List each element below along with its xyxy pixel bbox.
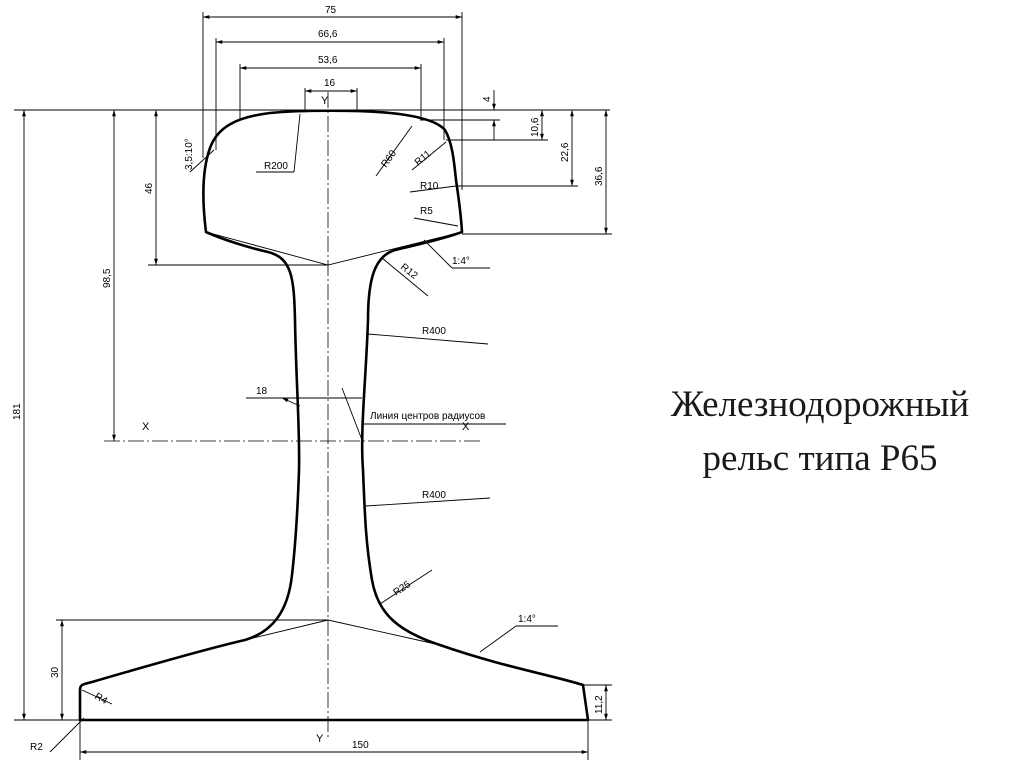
dim-181: 181	[12, 110, 26, 720]
caption-line-1: Железнодорожный	[670, 384, 970, 425]
dim-22-6: 22,6	[458, 110, 578, 187]
radius-r12: R12	[381, 257, 429, 297]
radius-r200-label: R200	[264, 161, 288, 172]
dim-46: 46	[144, 110, 328, 266]
radius-r25-label: R25	[392, 579, 414, 599]
radius-r400-bottom: R400	[365, 490, 491, 507]
x-axis-label-right: X	[462, 421, 470, 433]
slope-head: 3,5:10°	[184, 138, 215, 173]
dim-30: 30	[50, 619, 328, 720]
caption-line-2: рельс типа Р65	[702, 438, 938, 479]
dim-18-label: 18	[256, 386, 268, 397]
slope-neck-label: 1:4°	[452, 256, 470, 267]
rail-profile-outline	[78, 109, 590, 722]
radius-r12-label: R12	[398, 262, 420, 282]
dim-98-5: 98,5	[102, 110, 116, 441]
radius-centre-label: Линия центров радиусов	[370, 411, 485, 422]
radius-r2-label: R2	[30, 742, 43, 753]
dim-53-6: 53,6	[239, 55, 422, 120]
dim-150-label: 150	[352, 740, 369, 751]
dim-150: 150	[79, 720, 589, 760]
radius-r400-top-label: R400	[422, 326, 446, 337]
dim-36-6: 36,6	[462, 110, 612, 235]
dim-46-label: 46	[144, 182, 155, 194]
radius-r2: R2	[30, 717, 85, 753]
radius-r200: R200	[256, 113, 301, 173]
radius-r400-bottom-label: R400	[422, 490, 446, 501]
dim-10-6-label: 10,6	[530, 117, 541, 137]
slope-base-label: 1:4°	[518, 614, 536, 625]
dim-30-label: 30	[50, 666, 61, 678]
slope-head-label: 3,5:10°	[184, 138, 195, 170]
dim-22-6-label: 22,6	[560, 142, 571, 162]
dim-75: 75	[202, 5, 463, 190]
dim-98-5-label: 98,5	[102, 268, 113, 288]
radius-r4: R4	[81, 689, 113, 707]
dim-16-label: 16	[324, 78, 336, 89]
dim-53-6-label: 53,6	[318, 55, 338, 66]
dim-75-label: 75	[325, 5, 337, 16]
radius-r11: R11	[411, 141, 447, 171]
radius-centre-curve	[341, 387, 363, 441]
dim-181-label: 181	[12, 403, 23, 420]
radius-r60-label: R60	[379, 148, 399, 170]
dim-4: 4	[420, 90, 500, 140]
radius-r4-label: R4	[93, 691, 110, 707]
radius-r25: R25	[379, 569, 433, 605]
dim-18: 18	[246, 386, 362, 407]
dim-11-2: 11,2	[584, 684, 612, 721]
radius-r10: R10	[409, 181, 457, 193]
dim-16: 16	[304, 78, 358, 110]
radius-r5: R5	[413, 206, 459, 227]
slope-base: 1:4°	[479, 614, 558, 653]
radius-r10-label: R10	[420, 181, 439, 192]
dim-66-6: 66,6	[215, 29, 445, 150]
dim-11-2-label: 11,2	[594, 695, 605, 714]
dim-4-label: 4	[482, 96, 493, 102]
dim-66-6-label: 66,6	[318, 29, 338, 40]
radius-r11-label: R11	[413, 148, 434, 168]
radius-r60: R60	[375, 125, 413, 177]
x-axis-label-left: X	[142, 421, 150, 433]
slide-caption: Железнодорожный рельс типа Р65	[620, 378, 1020, 486]
y-axis-label-bottom: Y	[316, 733, 324, 745]
radius-r5-label: R5	[420, 206, 433, 217]
dim-36-6-label: 36,6	[594, 166, 605, 186]
y-axis-label-top: Y	[321, 95, 329, 107]
slope-neck: 1:4°	[423, 239, 490, 269]
radius-r400-top: R400	[367, 326, 489, 345]
dim-10-6: 10,6	[446, 110, 548, 141]
head-center-lines	[205, 231, 463, 266]
